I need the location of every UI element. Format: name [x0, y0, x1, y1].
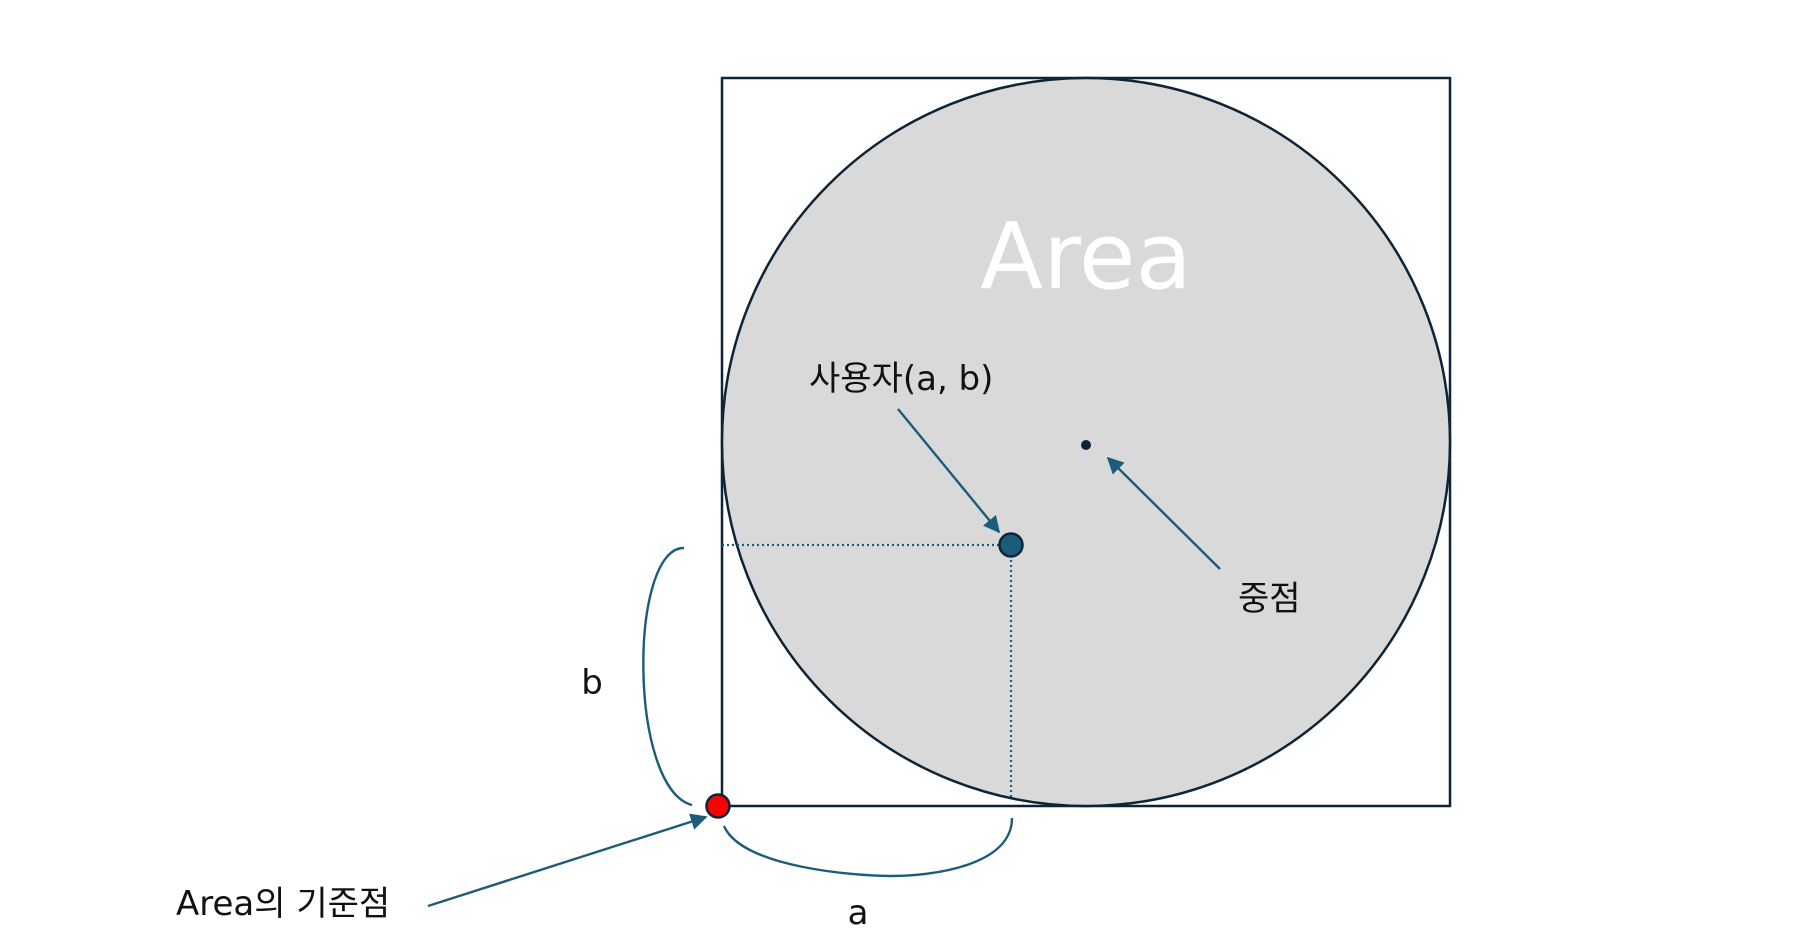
user-label: 사용자(a, b)	[809, 359, 993, 399]
dimension-a-label: a	[848, 893, 869, 933]
center-point-icon	[1081, 440, 1091, 450]
user-point-icon	[998, 532, 1024, 558]
origin-point-icon	[705, 793, 731, 819]
center-label: 중점	[1238, 579, 1301, 619]
dimension-b-brace	[642, 546, 693, 807]
area-title: Area	[980, 203, 1192, 310]
origin-label: Area의 기준점	[176, 884, 390, 924]
user-label-arrow	[897, 408, 1001, 534]
origin-label-arrow	[427, 813, 708, 908]
dimension-a-brace	[722, 817, 1014, 878]
dimension-b-label: b	[581, 663, 603, 703]
center-label-arrow	[1106, 456, 1221, 570]
